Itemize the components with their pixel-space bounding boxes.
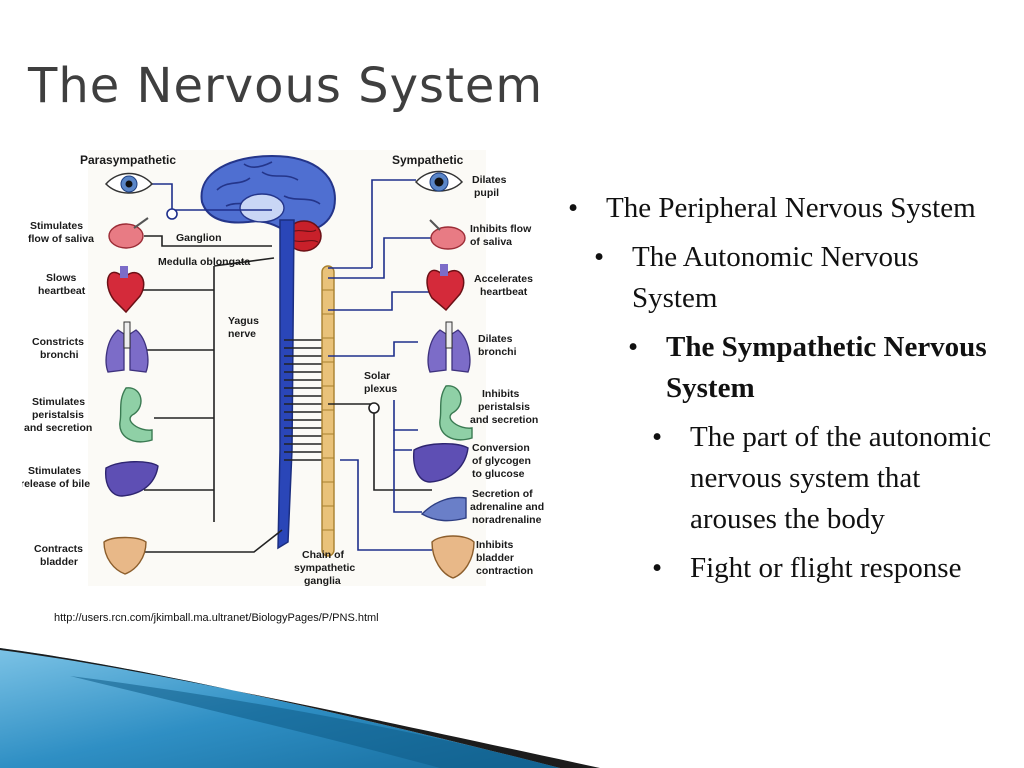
bullet-text: Fight or flight response [690,552,962,584]
right-effect-labels: Dilates pupil Inhibits flow of saliva Ac… [470,174,544,577]
diagram-canvas: Parasympathetic Sympathetic [22,150,544,586]
bullet-dot: • [652,421,663,453]
right-effect-4-line-1: Dilates [478,333,513,345]
bullet-list: •The Peripheral Nervous System •The Auto… [568,188,1008,589]
solar-plexus-node [368,402,380,414]
left-effect-4-line-2: peristalsis [32,409,84,421]
right-effect-6-line-2: of glycogen [472,455,531,467]
ganglion-label: Ganglion [176,232,222,244]
sympathetic-wiring [328,179,432,551]
vagus-label-line-1: Yagus [228,315,259,327]
nervous-system-diagram: Parasympathetic Sympathetic [22,150,562,586]
vagus-label-line-2: nerve [228,328,256,340]
left-effect-4-line-3: and secretion [24,422,92,434]
bladder-icon [103,536,147,575]
left-effect-5-line-1: Stimulates [28,465,81,477]
heart-icon [106,266,145,314]
slide-title: The Nervous System [28,58,544,114]
heart-icon-right [426,264,465,312]
right-effect-6-line-1: Conversion [472,442,530,454]
bullet-text: The part of the autonomic nervous system… [690,421,992,535]
left-effect-6-line-2: bladder [40,556,78,568]
salivary-gland-icon-right [429,219,466,250]
bullet-text: The Peripheral Nervous System [606,192,976,224]
right-effect-5-line-1: Inhibits [482,388,519,400]
left-effect-labels: Stimulates flow of saliva Slows heartbea… [22,220,94,568]
medulla-label: Medulla oblongata [158,256,250,268]
left-effect-2-line-1: Slows [46,272,77,284]
left-effect-2-line-2: heartbeat [38,285,86,297]
liver-icon-right [413,443,469,483]
solar-plexus-label-line-2: plexus [364,383,397,395]
sympathetic-chain [321,265,335,557]
chain-label-line-2: sympathetic [294,562,355,574]
lungs-icon-right [427,321,471,373]
bullet-autonomic: • The Autonomic Nervous System [568,237,1008,319]
bullet-dot: • [594,241,605,273]
blue-swoosh [0,648,560,768]
right-effect-7-line-3: noradrenaline [472,514,542,526]
stomach-icon-right [439,385,473,441]
image-credit: http://users.rcn.com/jkimball.ma.ultrane… [54,612,379,624]
chain-label-line-1: Chain of [302,549,344,561]
right-effect-8-line-3: contraction [476,565,533,577]
right-effect-7-line-2: adrenaline and [470,501,544,513]
stomach-icon [119,387,153,443]
liver-icon [105,461,159,497]
right-effect-6-line-3: to glucose [472,468,525,480]
ganglion-node [166,208,178,220]
spinal-cord [277,219,295,550]
bullet-dot: • [568,192,579,224]
left-effect-1-line-1: Stimulates [30,220,83,232]
inner-swoosh [70,676,560,768]
eye-icon [104,172,154,194]
bullet-text: The Sympathetic Nervous System [666,331,987,404]
left-effect-6-line-1: Contracts [34,543,83,555]
right-effect-5-line-3: and secretion [470,414,538,426]
parasympathetic-wiring [138,183,283,553]
left-effect-3-line-2: bronchi [40,349,79,361]
left-effect-4-line-1: Stimulates [32,396,85,408]
salivary-gland-icon [108,217,149,249]
right-effect-5-line-2: peristalsis [478,401,530,413]
solar-plexus-label-line-1: Solar [364,370,390,382]
sympathetic-heading: Sympathetic [392,153,464,167]
bullet-dot: • [628,331,639,363]
right-effect-1-line-1: Dilates [472,174,507,186]
bullet-fight-or-flight: • Fight or flight response [568,548,1008,589]
parasympathetic-heading: Parasympathetic [80,153,176,167]
left-effect-1-line-2: flow of saliva [28,233,94,245]
right-effect-2-line-1: Inhibits flow [470,223,532,235]
adrenal-gland-icon [420,496,467,522]
bladder-icon-right [431,535,475,579]
right-effect-3-line-2: heartbeat [480,286,528,298]
right-effect-2-line-2: of saliva [470,236,512,248]
eye-icon-right [414,170,464,192]
bullet-arouses-body: • The part of the autonomic nervous syste… [568,417,1008,540]
right-effect-1-line-2: pupil [474,187,499,199]
right-effect-8-line-2: bladder [476,552,514,564]
right-effect-8-line-1: Inhibits [476,539,513,551]
brain-icon [200,154,336,252]
chain-label-line-3: ganglia [304,575,341,586]
dark-swoosh [0,648,600,768]
bullet-peripheral: • The Peripheral Nervous System [568,188,1008,229]
lungs-icon [105,321,149,373]
left-effect-5-line-2: release of bile [22,478,90,490]
right-effect-3-line-1: Accelerates [474,273,533,285]
bullet-dot: • [652,552,663,584]
right-effect-7-line-1: Secretion of [472,488,533,500]
left-effect-3-line-1: Constricts [32,336,84,348]
right-effect-4-line-2: bronchi [478,346,517,358]
bullet-text: The Autonomic Nervous System [632,241,919,314]
bullet-sympathetic: • The Sympathetic Nervous System [568,327,1008,409]
